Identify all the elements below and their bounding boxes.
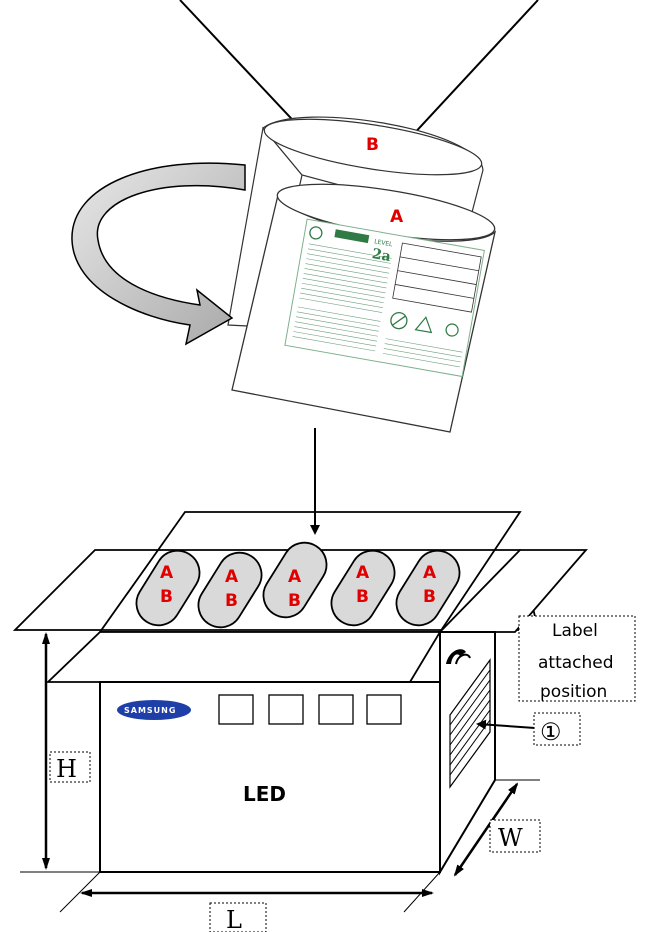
samsung-logo: SAMSUNG (117, 700, 191, 720)
reel-2 (197, 551, 263, 629)
reel-2-top-label: A (225, 567, 239, 587)
reel-3-top-label: A (288, 567, 302, 587)
product-text: LED (243, 782, 286, 806)
label-line-1: Label (552, 621, 598, 641)
moisture-level-label: LEVEL (374, 238, 394, 248)
reel-2-bottom-label: B (225, 591, 238, 611)
flap-front (45, 631, 442, 683)
label-line-2: attached (538, 653, 614, 673)
reel-1-bottom-label: B (160, 587, 173, 607)
label-position-box (518, 615, 636, 702)
reel-4-bottom-label: B (356, 587, 369, 607)
dim-w-label: W (498, 824, 523, 852)
pointer-line-to-b (408, 0, 539, 140)
brand-text: SAMSUNG (124, 706, 176, 715)
side-logo (446, 649, 471, 665)
label-line-3: position (540, 682, 607, 702)
reel-1-top-label: A (160, 563, 174, 583)
reel-4 (330, 549, 396, 627)
label-square-3 (318, 694, 354, 725)
reel-3 (262, 541, 328, 619)
bag-label-a: A (390, 207, 404, 227)
reel-5 (395, 549, 461, 627)
inner-bag-a: LEVEL 2a (231, 183, 497, 433)
label-square-4 (366, 694, 402, 725)
callout-number: ① (540, 718, 562, 746)
bag-label-b: B (366, 135, 379, 155)
dim-l-label: L (226, 906, 242, 932)
curved-arrow (71, 162, 246, 346)
label-square-1 (218, 694, 254, 725)
reel-4-top-label: A (356, 563, 370, 583)
reel-3-bottom-label: B (288, 591, 301, 611)
outer-bag-b (227, 116, 484, 328)
callout-number-box (533, 712, 581, 746)
label-square-2 (268, 694, 304, 725)
moisture-level-value: 2a (371, 246, 392, 265)
carton-box (12, 511, 588, 876)
callout-arrow (476, 719, 536, 730)
dim-w-arrow-down (453, 827, 489, 877)
dim-h-label: H (56, 755, 77, 783)
reel-5-top-label: A (423, 563, 437, 583)
reel-5-bottom-label: B (423, 587, 436, 607)
reel-1 (135, 549, 201, 627)
